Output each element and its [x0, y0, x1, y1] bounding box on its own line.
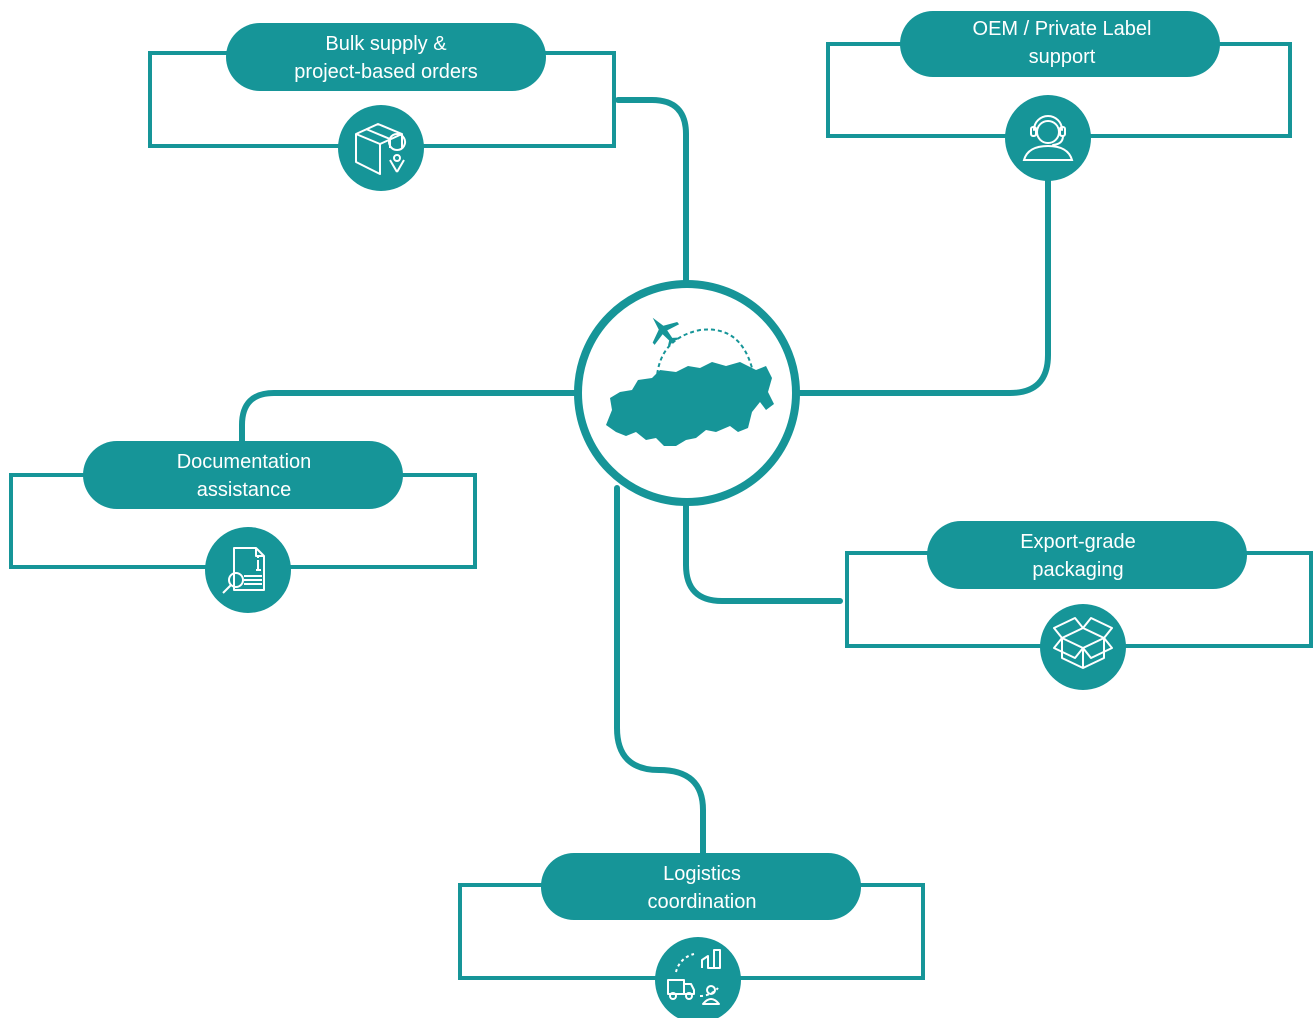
connectors — [239, 97, 1051, 858]
node-label-line-2: support — [1029, 46, 1096, 68]
hub — [574, 280, 800, 506]
connector-logistics — [614, 485, 706, 858]
node-icon-badge — [1005, 95, 1091, 181]
node-label-line-2: packaging — [1032, 559, 1123, 581]
node-pill — [927, 521, 1247, 589]
node-pill — [83, 441, 403, 509]
node-label-line-1: Logistics — [663, 863, 741, 885]
node-icon-badge — [205, 527, 291, 613]
node-bulk: Bulk supply & project-based orders — [148, 23, 616, 191]
node-oem: OEM / Private Label support — [826, 11, 1292, 181]
russia-map-with-airplane-icon — [606, 317, 774, 446]
document-info-icon — [222, 547, 265, 594]
node-label-line-2: assistance — [197, 479, 292, 501]
node-packaging: Export-grade packaging — [845, 521, 1313, 690]
connector-bulk — [615, 97, 689, 285]
node-icon-badge — [655, 937, 741, 1018]
node-pill — [900, 11, 1220, 77]
node-label-line-2: coordination — [648, 891, 757, 913]
node-docs: Documentation assistance — [9, 441, 477, 613]
open-box-icon — [1053, 617, 1113, 669]
node-label-line-1: Documentation — [177, 451, 312, 473]
connector-oem — [795, 175, 1051, 396]
dashed-flight-path — [655, 328, 753, 396]
node-pill — [226, 23, 546, 91]
truck-warehouse-icon — [667, 949, 721, 1005]
node-logistics: Logistics coordination — [458, 853, 925, 1018]
node-label-line-1: Bulk supply & — [325, 33, 447, 55]
airplane-icon — [652, 317, 680, 347]
node-label-line-1: Export-grade — [1020, 531, 1136, 553]
russia-map — [606, 362, 774, 446]
node-pill — [541, 853, 861, 920]
box-location-icon — [355, 123, 406, 175]
node-label-line-2: project-based orders — [294, 61, 477, 83]
connector-packaging — [683, 502, 843, 604]
headset-support-icon — [1022, 115, 1074, 161]
connector-docs — [239, 390, 579, 445]
node-label-line-1: OEM / Private Label — [973, 18, 1152, 40]
